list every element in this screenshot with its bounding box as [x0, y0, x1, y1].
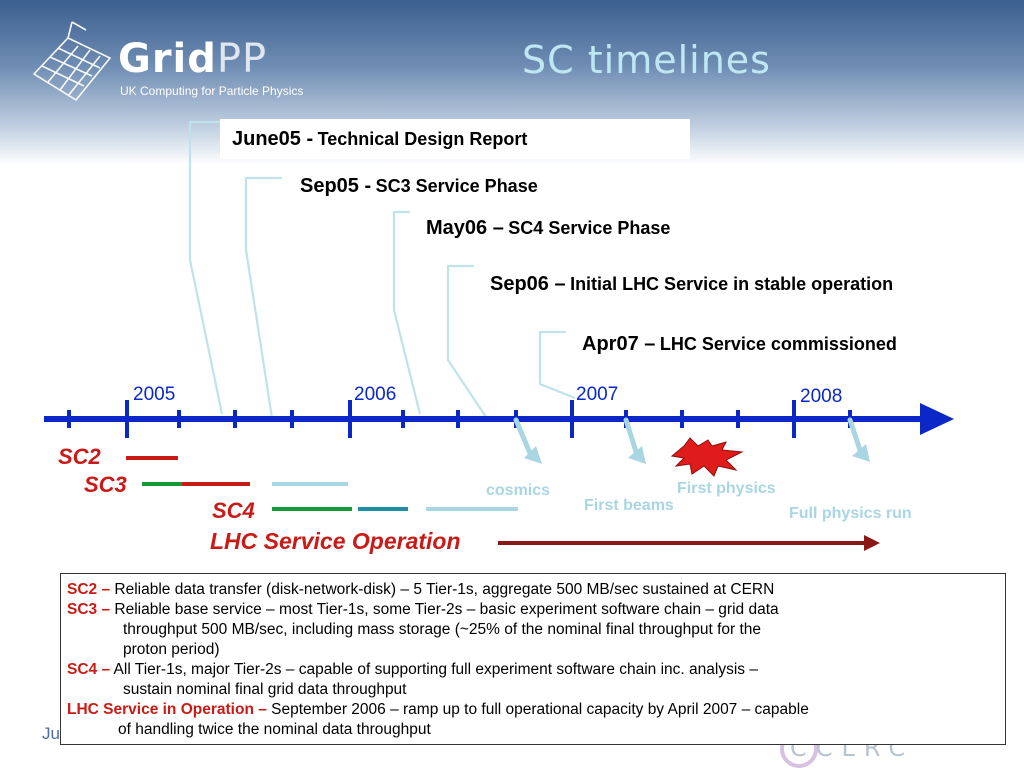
footer-date-fragment: Ju: [42, 724, 60, 743]
desc-key: SC4 –: [67, 661, 111, 678]
first-physics-burst-icon: [670, 437, 744, 477]
leader-line-apr07: [538, 330, 576, 400]
milestone-sep05: Sep05 - SC3 Service Phase: [288, 166, 706, 206]
page-title: SC timelines: [522, 38, 771, 82]
desc-sc3-cont: throughput 500 MB/sec, including mass st…: [123, 621, 762, 638]
desc-sc4-cont: sustain nominal final grid data throughp…: [123, 681, 407, 698]
year-label-2006: 2006: [354, 384, 397, 405]
year-label-2005: 2005: [133, 384, 176, 405]
gridpp-logo-icon: [32, 21, 112, 102]
milestone-date: June05 -: [232, 128, 314, 150]
sc2-label: SC2: [58, 444, 101, 469]
milestone-text: SC4 Service Phase: [508, 218, 671, 238]
milestone-date: Sep05 -: [300, 175, 372, 197]
desc-text: Reliable data transfer (disk-network-dis…: [114, 581, 775, 598]
desc-sc4: SC4 – All Tier-1s, major Tier-2s – capab…: [67, 660, 995, 680]
sc4-label: SC4: [212, 498, 255, 523]
desc-lhc-cont: of handling twice the nominal data throu…: [118, 721, 431, 738]
lhc-service-label: LHC Service Operation: [210, 528, 461, 554]
sc3-label: SC3: [84, 472, 127, 497]
year-label-2008: 2008: [800, 386, 843, 407]
cosmics-arrow: [513, 417, 535, 461]
desc-text: All Tier-1s, major Tier-2s – capable of …: [113, 661, 758, 678]
desc-text: Reliable base service – most Tier-1s, so…: [114, 601, 779, 618]
timeline-axis: [44, 400, 954, 438]
description-box: SC2 – Reliable data transfer (disk-netwo…: [60, 573, 1006, 745]
desc-sc3: SC3 – Reliable base service – most Tier-…: [67, 600, 995, 620]
milestone-text: Initial LHC Service in stable operation: [570, 274, 894, 294]
milestone-date: Apr07 –: [582, 333, 656, 355]
desc-text: September 2006 – ramp up to full operati…: [271, 701, 809, 718]
desc-key: SC2 –: [67, 581, 111, 598]
milestone-text: Technical Design Report: [317, 129, 528, 149]
milestone-date: Sep06 –: [490, 273, 566, 295]
milestone-date: May06 –: [426, 217, 504, 239]
gridpp-logo-text: GridPP: [118, 36, 268, 82]
milestone-text: LHC Service commissioned: [659, 334, 897, 354]
milestone-sep06: Sep06 – Initial LHC Service in stable op…: [478, 264, 1018, 304]
event-first-physics: First physics: [677, 480, 776, 497]
milestone-may06: May06 – SC4 Service Phase: [414, 208, 864, 248]
desc-key: SC3 –: [67, 601, 111, 618]
desc-key: LHC Service in Operation –: [67, 701, 267, 718]
leader-line-may06: [392, 210, 422, 415]
logo-tagline: UK Computing for Particle Physics: [120, 84, 304, 98]
year-label-2007: 2007: [576, 384, 619, 405]
event-full-physics-run: Full physics run: [789, 505, 912, 522]
desc-sc2: SC2 – Reliable data transfer (disk-netwo…: [67, 580, 995, 600]
leader-line-sep05: [244, 176, 282, 419]
event-cosmics: cosmics: [486, 482, 551, 499]
desc-sc3-cont: proton period): [123, 641, 220, 658]
milestone-text: SC3 Service Phase: [375, 176, 538, 196]
desc-lhc: LHC Service in Operation – September 200…: [67, 700, 995, 720]
milestone-june05: June05 - Technical Design Report: [220, 119, 690, 159]
leader-line-june05: [188, 120, 224, 415]
event-first-beams: First beams: [584, 497, 674, 514]
milestone-apr07: Apr07 – LHC Service commissioned: [570, 324, 1018, 364]
leader-line-sep06: [446, 264, 489, 421]
